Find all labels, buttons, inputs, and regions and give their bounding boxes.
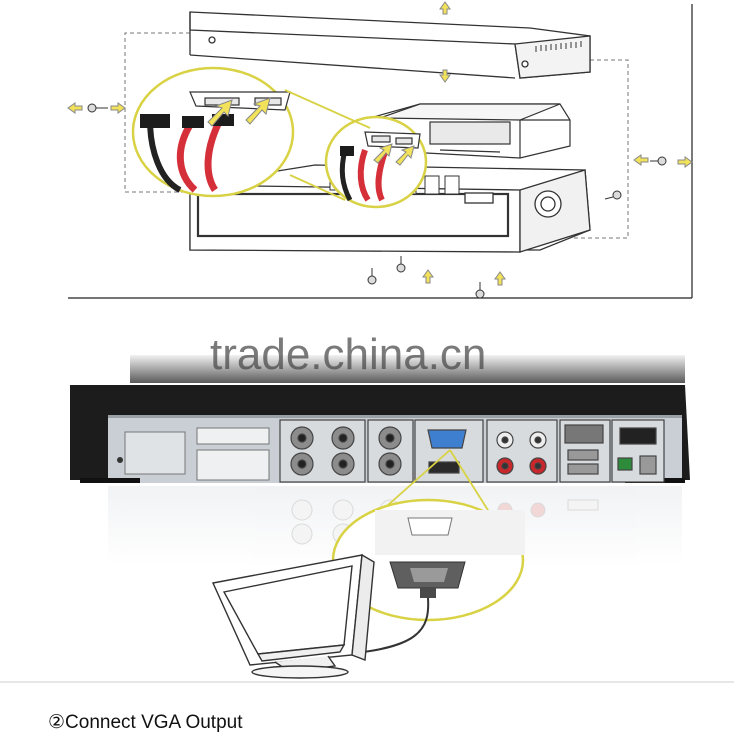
caption-text: Connect VGA Output: [65, 712, 243, 733]
vga-port: [427, 429, 467, 449]
bnc-video-input-group: [279, 419, 366, 483]
screw-icon: [367, 268, 377, 285]
dvr-top-cover: [189, 11, 591, 79]
vga-plug-icon: [389, 561, 466, 598]
dvr-chassis: [189, 164, 591, 253]
screw-icon: [396, 256, 406, 273]
hdd-installation-diagram: [67, 1, 693, 299]
insert-arrows: [207, 97, 415, 166]
screw-icon: [604, 190, 622, 200]
vga-connection-diagram: [0, 355, 734, 683]
arrow-right-icon: [677, 156, 693, 168]
screw-icon: [650, 156, 667, 166]
sata-callout-left: [131, 66, 295, 198]
arrow-left-icon: [67, 102, 83, 114]
screw-icon: [475, 282, 485, 299]
arrow-down-icon: [439, 69, 451, 83]
arrow-up-icon: [494, 271, 506, 286]
monitor-icon: [211, 553, 375, 679]
figure-caption: ②Connect VGA Output: [48, 711, 243, 734]
hard-disk-drive: [369, 103, 571, 159]
assembly-guide-lines: [124, 32, 629, 239]
callout-leader-lines: [284, 89, 371, 201]
rear-panel: [117, 419, 665, 483]
arrow-up-icon: [422, 269, 434, 284]
arrow-right-icon: [110, 102, 126, 114]
watermark-text: trade.china.cn: [210, 330, 487, 379]
screw-icon: [87, 103, 108, 113]
arrow-left-icon: [633, 154, 649, 166]
caption-number: ②: [48, 712, 66, 733]
arrow-up-icon: [439, 1, 451, 15]
